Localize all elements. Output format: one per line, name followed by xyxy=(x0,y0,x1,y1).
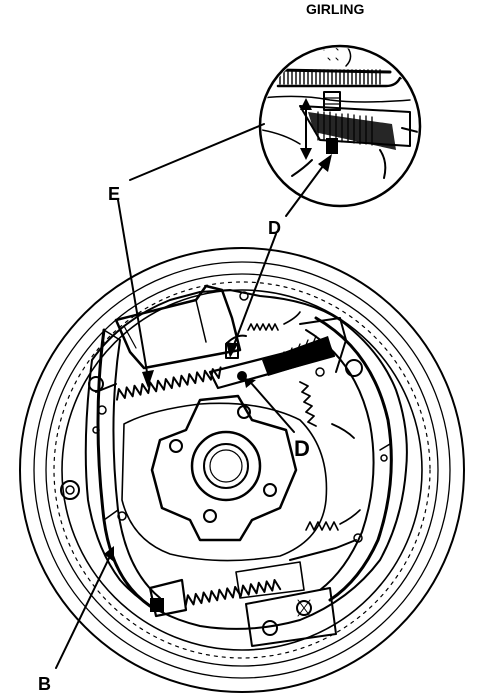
lower-return-spring xyxy=(184,533,363,607)
drum-outer-rings xyxy=(19,247,465,693)
backplate-hole xyxy=(117,511,127,521)
backplate-hole xyxy=(239,291,249,301)
label-d-lower: D xyxy=(294,436,310,461)
brand-label: GIRLING xyxy=(306,1,364,17)
label-e: E xyxy=(108,184,120,204)
small-upper-spring xyxy=(247,311,301,331)
backplate-bolt-left xyxy=(60,480,80,500)
right-hold-spring xyxy=(299,381,355,439)
wheel-cylinder xyxy=(114,284,242,370)
backplate-hole xyxy=(92,426,100,434)
label-b: B xyxy=(38,674,51,694)
leader-lines xyxy=(55,123,332,669)
wheel-hub xyxy=(121,394,328,562)
bottom-bracket xyxy=(245,587,337,647)
lower-anchor-block xyxy=(148,561,305,618)
right-brake-shoe xyxy=(305,316,393,602)
lower-right-spring xyxy=(305,509,361,531)
detail-inset xyxy=(258,44,422,208)
left-brake-shoe xyxy=(88,328,161,608)
label-d-upper: D xyxy=(268,218,281,238)
